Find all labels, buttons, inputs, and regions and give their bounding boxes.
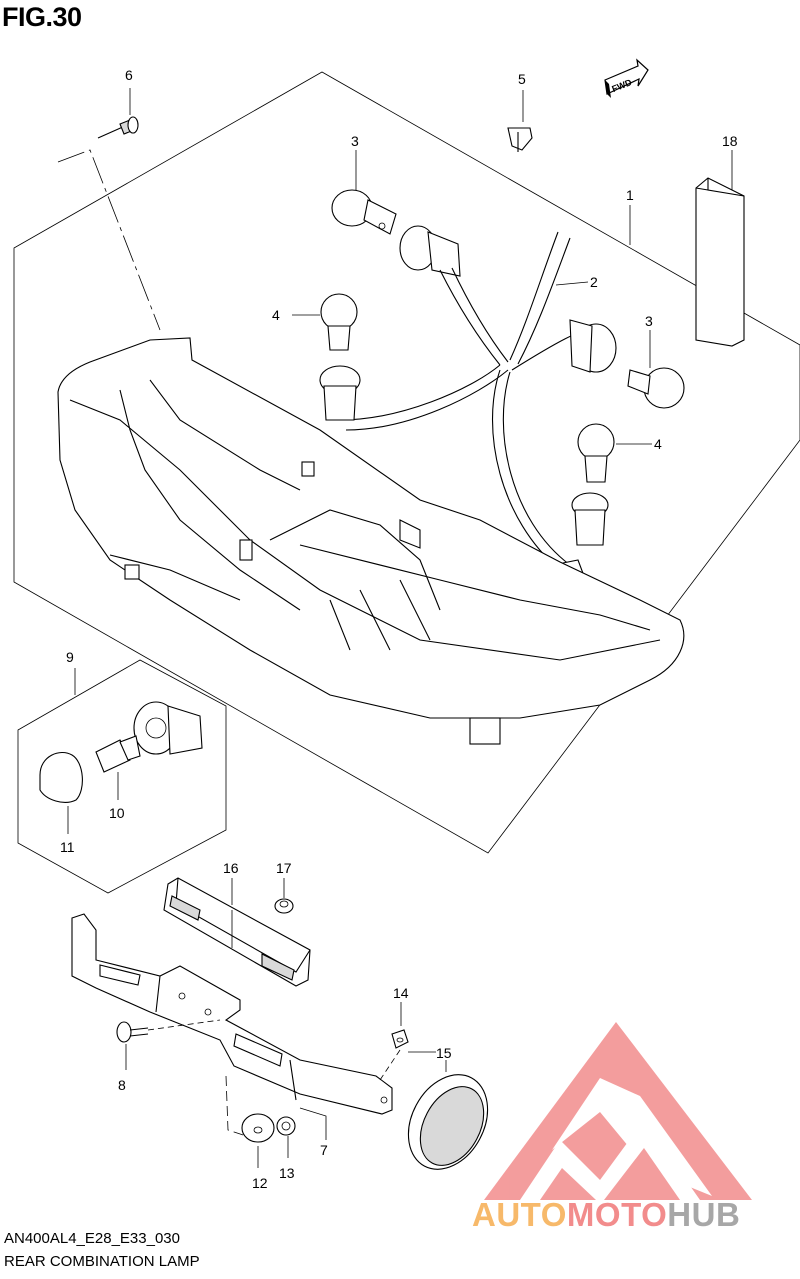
- callout-6: 6: [125, 67, 133, 83]
- callout-15: 14: [393, 985, 409, 1001]
- callout-14: 15: [436, 1045, 452, 1061]
- diagram-code: AN400AL4_E28_E33_030: [4, 1230, 180, 1247]
- socket-right-icon: [569, 319, 617, 373]
- wordmark-moto: MOTO: [566, 1196, 668, 1233]
- bulb-3-right-icon: [627, 367, 685, 409]
- callout-8: 12: [252, 1175, 268, 1191]
- bulb-12-icon: [95, 735, 141, 773]
- fwd-arrow-icon: FWD: [604, 58, 649, 98]
- nut-15-icon: [391, 1029, 409, 1049]
- socket-upper-icon: [399, 225, 461, 277]
- callout-16: 16: [223, 860, 239, 876]
- socket-11-icon: [133, 701, 203, 755]
- figure-title: FIG.30: [2, 2, 82, 32]
- callout-5: 5: [518, 71, 526, 87]
- callout-12: 10: [109, 805, 125, 821]
- pad-18-icon: [695, 177, 745, 347]
- callout-7: 7: [320, 1142, 328, 1158]
- bulb-4-left-icon: [320, 293, 358, 351]
- clip-5-icon: [507, 127, 533, 152]
- socket-left-icon: [319, 365, 361, 421]
- callout-4b: 4: [654, 436, 662, 452]
- callout-3a: 3: [351, 133, 359, 149]
- bulb-4-right-icon: [577, 423, 615, 483]
- callout-3b: 3: [645, 313, 653, 329]
- screw-9-icon: [116, 1021, 149, 1043]
- screw-6-icon: [97, 116, 139, 139]
- lamp-housing-icon: [57, 337, 685, 745]
- callout-17: 17: [276, 860, 292, 876]
- subassembly-11-outline: [17, 659, 227, 894]
- callout-18: 18: [722, 133, 738, 149]
- nut-10-icon: [276, 1116, 296, 1136]
- callout-11: 9: [66, 649, 74, 665]
- bracket-7-icon: [71, 913, 393, 1115]
- bulb-3-upper-icon: [331, 189, 397, 235]
- callout-2: 2: [590, 274, 598, 290]
- diagram-caption: REAR COMBINATION LAMP: [4, 1253, 200, 1270]
- lens-13-icon: [39, 751, 83, 803]
- reflector-14-icon: [407, 1074, 489, 1170]
- nut-17-icon: [274, 898, 294, 914]
- automotohub-logo-icon: [484, 1022, 752, 1200]
- callout-1: 1: [626, 187, 634, 203]
- washer-8-icon: [241, 1113, 275, 1143]
- reflector-16-icon: [163, 877, 311, 987]
- wire-harness-2-icon: [339, 231, 591, 571]
- callout-13: 11: [60, 839, 75, 855]
- assembly-outline: [13, 71, 800, 854]
- callout-4a: 4: [272, 307, 280, 323]
- wordmark-auto: AUTO: [472, 1196, 567, 1233]
- callout-10: 13: [279, 1165, 295, 1181]
- wordmark-hub: HUB: [667, 1196, 741, 1233]
- callout-9: 8: [118, 1077, 126, 1093]
- automotohub-wordmark: AUTOMOTOHUB: [472, 1196, 740, 1234]
